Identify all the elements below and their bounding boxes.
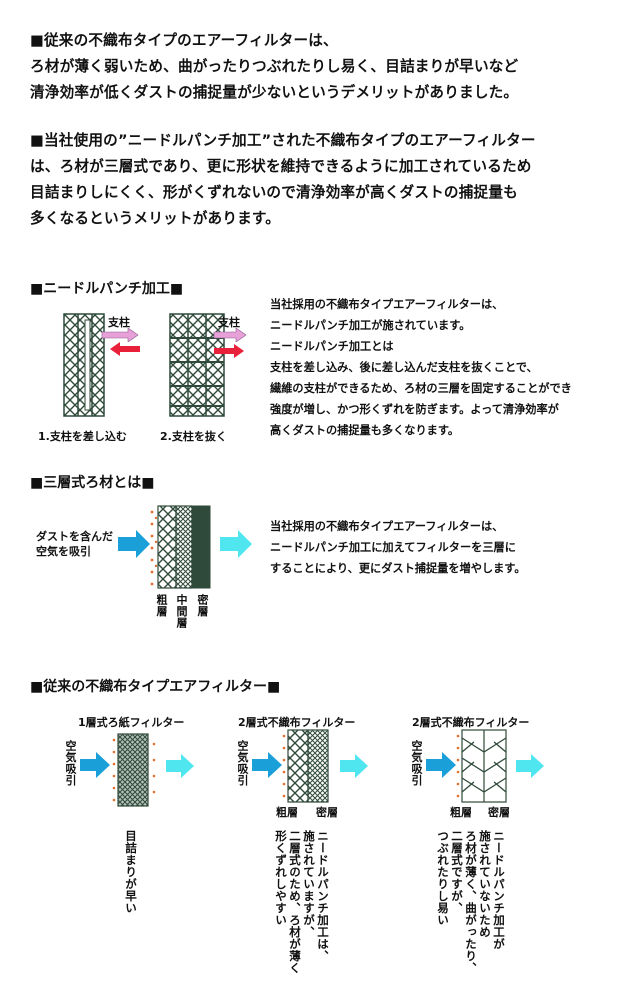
col3-filter-illustration: [456, 729, 507, 803]
desc-line: 高くダストの捕捉量も多くなります。: [270, 424, 460, 437]
desc-line: ニードルパンチ加工に加えてフィルターを三層に: [270, 541, 516, 554]
col2-filter-illustration: [282, 729, 329, 803]
intro-line: ■従来の不織布タイプのエアーフィルターは、: [30, 32, 338, 49]
pillar-label-2: 支柱: [218, 316, 240, 329]
col1-title: 1層式ろ紙フィルター: [78, 716, 185, 729]
needle-remove-illustration: [169, 313, 225, 417]
col2-air-intake-label: 空気吸引: [236, 740, 249, 786]
note-line: 形くずれしやすい: [274, 830, 288, 926]
note-line: ニードルパンチ加工は、: [316, 830, 330, 962]
desc-line: 強度が増し、かつ形くずれを防ぎます。よって清浄効率が: [270, 403, 559, 416]
col2-note: ニードルパンチ加工は、 施されていますが、 二層式のため、ろ材が薄く 形くずれし…: [274, 830, 330, 974]
col1-note: 目詰まりが早い: [124, 830, 138, 914]
intro-paragraph-2: ■当社使用の”ニードルパンチ加工”された不織布タイプのエアーフィルター は、ろ材…: [30, 128, 610, 232]
col2-title: 2層式不織布フィルター: [238, 716, 356, 729]
intro-line: 目詰まりしにくく、形がくずれないので清浄効率が高くダストの捕捉量も: [30, 184, 518, 201]
note-line: ろ材が薄く、曲がったり、: [464, 830, 478, 974]
note-line: 施されていないため: [478, 830, 492, 938]
col2-output-arrow-icon: [340, 754, 368, 778]
note-line: 目詰まりが早い: [124, 830, 138, 914]
intake-label-2: 空気を吸引: [36, 545, 91, 558]
col2-intake-arrow-icon: [252, 752, 282, 778]
col3-output-arrow-icon: [516, 754, 544, 778]
intake-label-1: ダストを含んだ: [36, 530, 113, 543]
step2-caption: 2.支柱を抜く: [160, 430, 227, 443]
intro-line: 多くなるというメリットがあります。: [30, 210, 281, 227]
col3-note: ニードルパンチ加工が 施されていないため ろ材が薄く、曲がったり、 二層式ですが…: [436, 830, 506, 974]
note-line: つぶれたりし易い: [436, 830, 450, 926]
col1-output-arrow-icon: [166, 754, 194, 778]
col3-air-intake-label: 空気吸引: [410, 740, 423, 786]
needle-insert-illustration: [63, 313, 105, 417]
col1-filter-illustration: [112, 733, 156, 807]
pillar-insert-arrow-icon: [101, 328, 139, 342]
intro-paragraph-1: ■従来の不織布タイプのエアーフィルターは、 ろ材が薄く弱いため、曲がったりつぶれ…: [30, 28, 610, 106]
conventional-heading: ■従来の不織布タイプエアフィルター■: [30, 679, 281, 695]
col3-coarse-label: 粗層: [450, 806, 472, 819]
intro-line: は、ろ材が三層式であり、更に形状を維持できるように加工されているため: [30, 158, 532, 175]
col2-dense-label: 密層: [316, 806, 338, 819]
desc-line: 当社採用の不織布タイプエアーフィルターは、: [270, 520, 504, 533]
note-line: 施されていますが、: [302, 830, 316, 938]
intro-line: 清浄効率が低くダストの捕捉量が少ないというデメリットがありました。: [30, 84, 519, 101]
layer-middle-label: 中間層: [175, 594, 188, 629]
red-right-arrow-icon: [214, 344, 244, 358]
three-layer-heading: ■三層式ろ材とは■: [30, 475, 155, 491]
desc-line: ニードルパンチ加工とは: [270, 340, 394, 353]
col2-coarse-label: 粗層: [276, 806, 298, 819]
col1-intake-arrow-icon: [80, 752, 110, 778]
col1-air-intake-label: 空気吸引: [64, 740, 77, 786]
note-line: ニードルパンチ加工が: [492, 830, 506, 950]
note-line: 二層式のため、ろ材が薄く: [288, 830, 302, 974]
desc-line: することにより、更にダスト捕捉量を増やします。: [270, 562, 526, 575]
layer-dense-label: 密層: [196, 594, 209, 617]
three-layer-description: 当社採用の不織布タイプエアーフィルターは、 ニードルパンチ加工に加えてフィルター…: [270, 516, 610, 579]
note-line: 二層式ですが、: [450, 830, 464, 914]
step1-caption: 1.支柱を差し込む: [38, 430, 127, 443]
three-layer-filter-illustration: [150, 505, 211, 589]
intro-line: ろ材が薄く弱いため、曲がったりつぶれたりし易く、目詰まりが早いなど: [30, 58, 519, 75]
intro-line: ■当社使用の”ニードルパンチ加工”された不織布タイプのエアーフィルター: [30, 132, 536, 149]
needle-punch-description: 当社採用の不織布タイプエアーフィルターは、 ニードルパンチ加工が施されています。…: [270, 294, 610, 441]
dust-intake-arrow-icon: [118, 530, 150, 558]
desc-line: 当社採用の不織布タイプエアーフィルターは、: [270, 298, 504, 311]
col3-title: 2層式不織布フィルター: [412, 716, 530, 729]
needle-punch-heading: ■ニードルパンチ加工■: [30, 281, 184, 297]
desc-line: ニードルパンチ加工が施されています。: [270, 319, 471, 332]
clean-air-arrow-icon: [220, 530, 252, 558]
desc-line: 支柱を差し込み、後に差し込んだ支柱を抜くことで、: [270, 361, 538, 374]
col3-intake-arrow-icon: [426, 752, 456, 778]
col3-dense-label: 密層: [488, 806, 510, 819]
desc-line: 繊維の支柱ができるため、ろ材の三層を固定することができ: [270, 382, 572, 395]
red-left-arrow-icon: [110, 342, 140, 356]
pillar-pull-arrow-icon: [213, 328, 247, 342]
layer-coarse-label: 粗層: [155, 594, 168, 617]
pillar-label: 支柱: [108, 316, 130, 329]
